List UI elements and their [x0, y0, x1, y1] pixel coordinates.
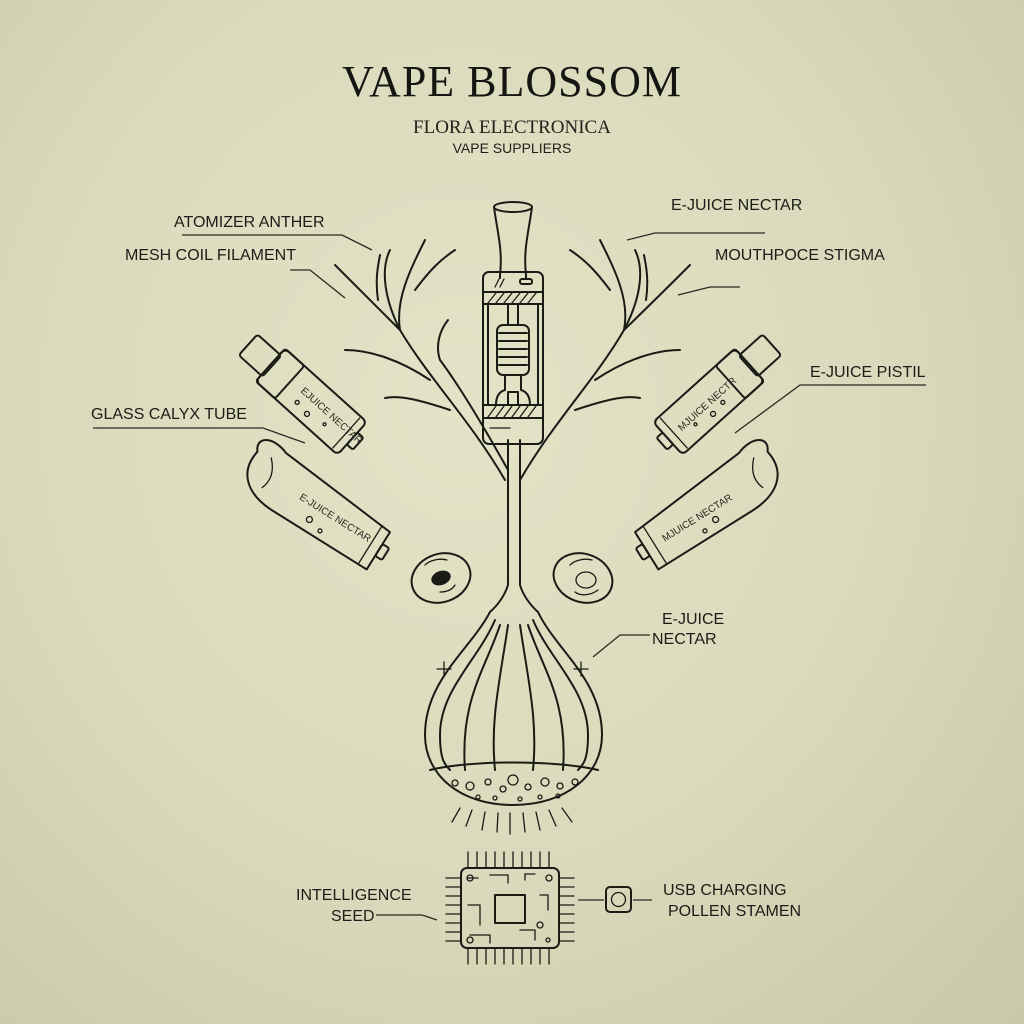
pod-left-lower: E-JUICE NECTAR	[246, 439, 391, 571]
cell-left	[410, 552, 472, 604]
label-mesh-coil-filament: MESH COIL FILAMENT	[125, 247, 296, 264]
chip	[445, 851, 575, 965]
label-intelligence-seed-1: INTELLIGENCE	[296, 887, 412, 904]
label-e-juice-pistil: E-JUICE PISTIL	[810, 364, 926, 381]
label-usb-charging-2: POLLEN STAMEN	[668, 903, 802, 920]
label-e-juice-nectar-bulb-2: NECTAR	[652, 631, 717, 648]
pod-right-lower: MJUICE NECTAR	[634, 439, 779, 571]
label-glass-calyx-tube: GLASS CALYX TUBE	[91, 406, 247, 423]
leader-lines	[93, 232, 926, 921]
bulb-bubbles	[451, 774, 579, 802]
label-mouthpiece-stigma: MOUTHPOCE STIGMA	[715, 247, 885, 264]
label-e-juice-nectar-top: E-JUICE NECTAR	[671, 197, 803, 214]
diagram-title: VAPE BLOSSOM	[341, 57, 683, 106]
pod-label: MJUICE NECTR	[676, 376, 739, 434]
diagram-subtitle: FLORA ELECTRONICA	[413, 117, 611, 138]
bulb	[424, 611, 603, 806]
right-branches	[519, 239, 691, 481]
atomizer-hatching	[487, 278, 537, 429]
central-stem	[489, 439, 539, 613]
pod-right-upper: MJUICE NECTR	[654, 334, 782, 454]
label-atomizer-anther: ATOMIZER ANTHER	[174, 214, 325, 231]
usb-port-icon	[578, 886, 652, 913]
label-e-juice-nectar-bulb-1: E-JUICE	[662, 611, 725, 628]
cell-right	[552, 552, 614, 604]
pod-label: E-JUICE NECTAR	[297, 492, 372, 545]
plus-markers	[436, 661, 589, 677]
atomizer-tank	[482, 201, 544, 445]
bulb-roots	[451, 807, 573, 835]
label-usb-charging-1: USB CHARGING	[663, 882, 787, 899]
label-intelligence-seed-2: SEED	[331, 908, 375, 925]
pod-left-upper: EJUICE NECTAR	[238, 334, 366, 454]
diagram-tagline: VAPE SUPPLIERS	[452, 140, 572, 156]
left-branches	[334, 239, 509, 481]
pod-label: MJUICE NECTAR	[660, 493, 734, 545]
